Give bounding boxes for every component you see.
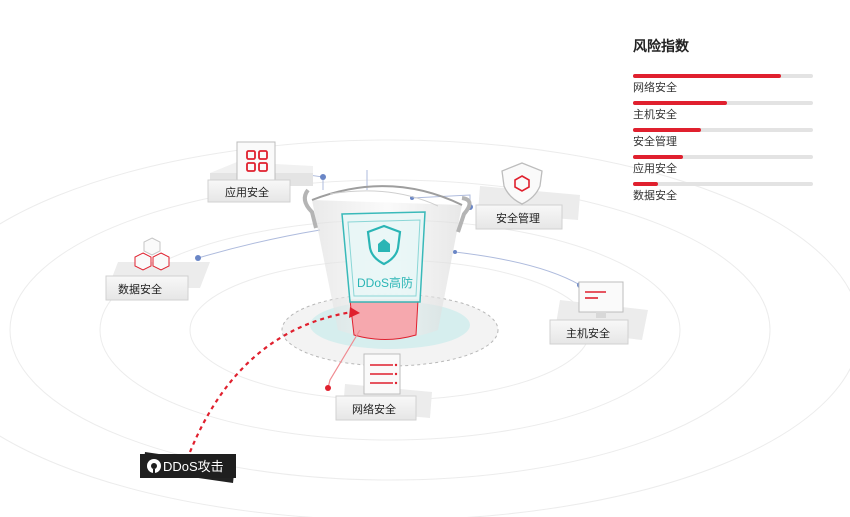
risk-bar-fill	[633, 74, 781, 78]
app-grid-icon	[246, 150, 268, 172]
risk-bar-track	[633, 101, 813, 105]
node-data-security[interactable]: 数据安全	[105, 237, 210, 301]
attack-arrow-icon	[349, 307, 360, 318]
risk-bar-fill	[633, 101, 727, 105]
risk-label: 安全管理	[633, 135, 677, 148]
risk-label: 网络安全	[633, 81, 677, 94]
risk-bar-fill	[633, 155, 684, 159]
risk-index-panel: 风险指数 网络安全主机安全安全管理应用安全数据安全	[633, 36, 813, 209]
hazard-icon	[147, 459, 161, 473]
risk-bar-fill	[633, 182, 659, 186]
risk-row: 应用安全	[633, 155, 813, 176]
risk-row: 数据安全	[633, 182, 813, 203]
risk-row: 主机安全	[633, 101, 813, 122]
node-label-mgmt: 安全管理	[496, 211, 540, 225]
node-network-security[interactable]: 网络安全	[335, 353, 432, 421]
risk-row: 安全管理	[633, 128, 813, 149]
risk-label: 数据安全	[633, 189, 677, 202]
ddos-attack-badge[interactable]: DDoS攻击	[140, 452, 236, 483]
risk-label: 主机安全	[633, 108, 677, 121]
risk-list: 网络安全主机安全安全管理应用安全数据安全	[633, 74, 813, 203]
threat-fill	[349, 299, 419, 340]
risk-bar-track	[633, 182, 813, 186]
node-label-data: 数据安全	[118, 282, 162, 296]
node-label-app: 应用安全	[225, 185, 269, 199]
attack-label: DDoS攻击	[163, 459, 224, 474]
risk-bar-track	[633, 155, 813, 159]
risk-panel-title: 风险指数	[633, 39, 689, 55]
shield-icon	[366, 224, 402, 266]
hexagon-shield-icon	[501, 162, 543, 205]
node-label-net: 网络安全	[352, 402, 396, 416]
node-security-management[interactable]: 安全管理	[475, 162, 580, 230]
server-rack-icon	[363, 353, 401, 395]
network-link-dot	[325, 385, 331, 391]
risk-bar-track	[633, 128, 813, 132]
risk-label: 应用安全	[633, 162, 677, 175]
node-app-security[interactable]: 应用安全	[207, 141, 313, 203]
center-label: DDoS高防	[357, 275, 413, 290]
monitor-icon	[578, 281, 624, 318]
risk-row: 网络安全	[633, 74, 813, 95]
risk-bar-track	[633, 74, 813, 78]
ddos-protection-panel	[341, 211, 426, 303]
risk-bar-fill	[633, 128, 702, 132]
hexagon-cluster-icon	[134, 237, 170, 271]
connection-lines	[197, 167, 581, 286]
node-host-security[interactable]: 主机安全	[549, 281, 648, 345]
node-label-host: 主机安全	[566, 326, 610, 340]
hexagon-icon	[514, 175, 530, 192]
